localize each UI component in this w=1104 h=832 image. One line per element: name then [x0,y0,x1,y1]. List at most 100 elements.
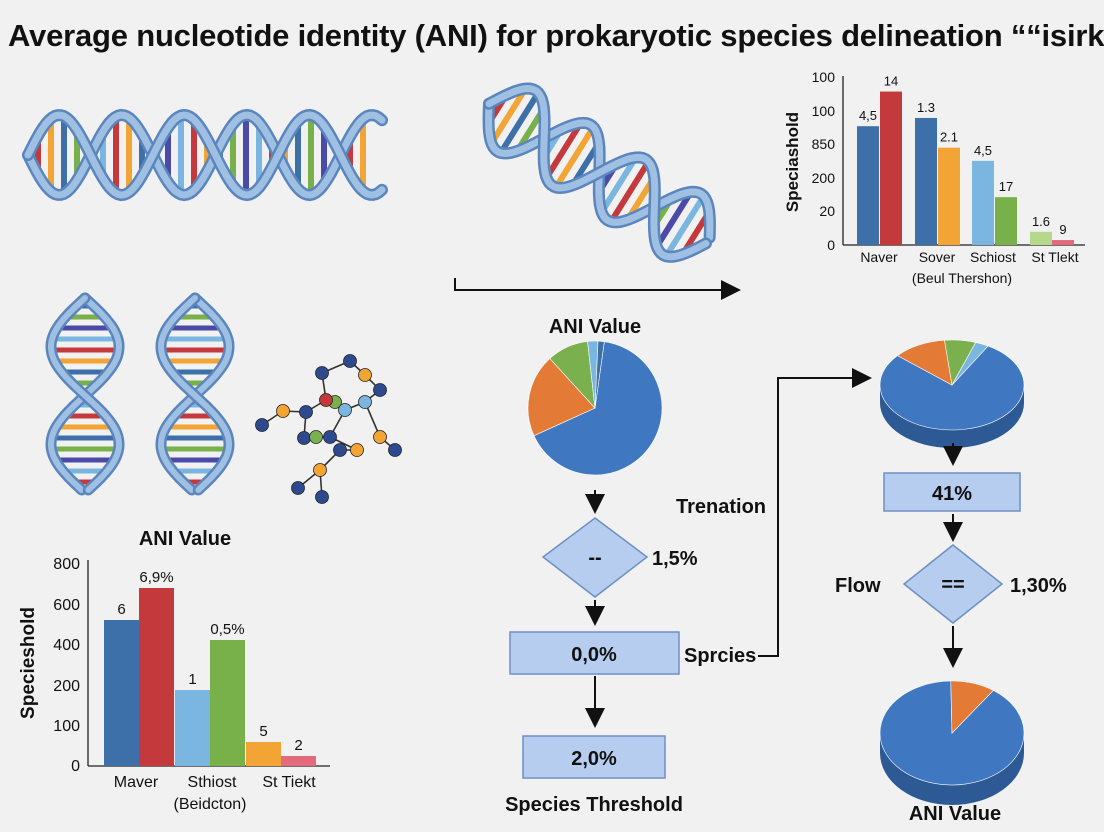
pie-slice [950,680,994,734]
molecule-atom [299,405,313,419]
chart-tick-label: 200 [812,170,836,186]
chart-category-label: St Tiekt [262,774,316,791]
chart-x-axis-label: (Beul Thershon) [912,270,1012,286]
top-connector-arrow [454,278,741,300]
pie-slice [594,340,605,409]
chart-category-label: Naver [860,249,898,265]
pie-chart-center [527,340,663,476]
chart-bar [938,147,960,245]
molecule-atom [255,418,269,432]
molecule-atom [350,443,364,457]
chart-tick-label: 100 [812,69,836,85]
molecule-network-icon [255,354,402,504]
diamond-right-value: 1,30% [1010,575,1067,597]
chart-data-label: 4,5 [974,143,992,158]
molecule-atom [276,404,290,418]
chart-tick-label: 0 [71,758,80,775]
chart-data-label: 1.6 [1032,214,1050,229]
chart-data-label: 1 [188,671,196,688]
dna-base-pair [656,193,692,246]
dna-base-pair [571,143,600,186]
dna-strand-highlight [157,295,233,493]
dna-base-pair [626,177,656,220]
dna-base-pair [500,94,539,152]
chart-tick-label: 600 [53,597,80,614]
molecule-atom [319,393,333,407]
chart-tick-label: 20 [819,203,835,219]
species-threshold-label: Species Threshold [505,794,683,816]
chart-bar [139,588,174,766]
chart-bar [995,197,1017,245]
pie-chart-3d-right-bottom [879,680,1025,805]
chart-category-label: Schiost [970,249,1016,265]
chart-data-label: 0,5% [210,621,244,638]
chart-data-label: 6 [117,601,125,618]
pie-3d-side [880,385,1024,448]
molecule-atom [297,431,311,445]
chart-bar [857,126,879,245]
chart-tick-label: 850 [812,136,836,152]
flow-box-1 [509,631,680,675]
diamond-center-value: 1,5% [652,548,698,570]
chart-bar [972,160,994,245]
molecule-atom [343,354,357,368]
chart-data-label: 4,5 [859,108,877,123]
chart-data-label: 2.1 [940,130,958,145]
chart-category-label: Sover [919,249,956,265]
dna-helix-icon-top-left [22,108,388,202]
chart-bar [104,620,139,766]
dna-strand-highlight [47,295,123,493]
ani-value-label-bottom: ANI Value [909,803,1001,825]
sprcies-connector-arrow [758,368,872,657]
dna-helix-icon-left-1 [45,292,125,496]
molecule-atom [338,403,352,417]
pie-slice [527,358,596,437]
dna-strand-highlight [24,111,386,199]
page-title: Average nucleotide identity (ANI) for pr… [8,18,1104,53]
molecule-atom [315,490,329,504]
flow-box-2 [522,735,666,779]
chart-tick-label: 200 [53,678,80,695]
chart-x-axis-label: (Beidcton) [174,796,247,813]
dna-base-pair [490,89,527,143]
chart-bar [915,117,937,245]
chart-bar [246,742,281,766]
dna-base-pair [546,124,582,177]
molecule-atom [313,463,327,477]
chart-bar [880,91,902,245]
chart-tick-label: 100 [812,103,836,119]
trenation-label: Trenation [676,496,766,518]
chart-category-label: St Tlekt [1031,249,1078,265]
dna-strand-highlight [24,111,386,199]
dna-helix-icon-top-center [482,82,716,263]
molecule-atom [373,383,387,397]
chart-tick-label: 400 [53,637,80,654]
dna-base-pair [665,197,704,255]
chart-data-label: 6,9% [139,569,173,586]
chart-data-label: 14 [884,74,898,89]
chart-bar [1052,240,1074,245]
molecule-atom [373,430,387,444]
pie-slice [879,345,1025,431]
diamond-right-symbol: == [941,574,964,596]
chart-tick-label: 800 [53,556,80,573]
flow-label: Flow [835,575,881,597]
chart-tick-label: 0 [827,237,835,253]
dna-base-pair [601,158,637,212]
dna-base-pair [516,108,545,151]
dna-base-pair [555,128,594,186]
chart-bar [175,690,210,766]
sprcies-label: Sprcies [684,645,756,667]
chart-data-label: 17 [999,179,1013,194]
molecule-atom [323,430,337,444]
dna-base-pair [610,163,649,221]
molecule-atom [291,481,305,495]
dna-helix-icon-left-2 [155,292,235,496]
chart-category-label: Sthiost [188,774,237,791]
dna-base-pair [681,211,711,255]
molecule-atom [315,366,329,380]
dna-strand-highlight [485,84,710,261]
ani-value-label-top: ANI Value [549,316,641,338]
flow-box-right-value: 41% [932,483,972,505]
chart-bar [281,756,316,766]
